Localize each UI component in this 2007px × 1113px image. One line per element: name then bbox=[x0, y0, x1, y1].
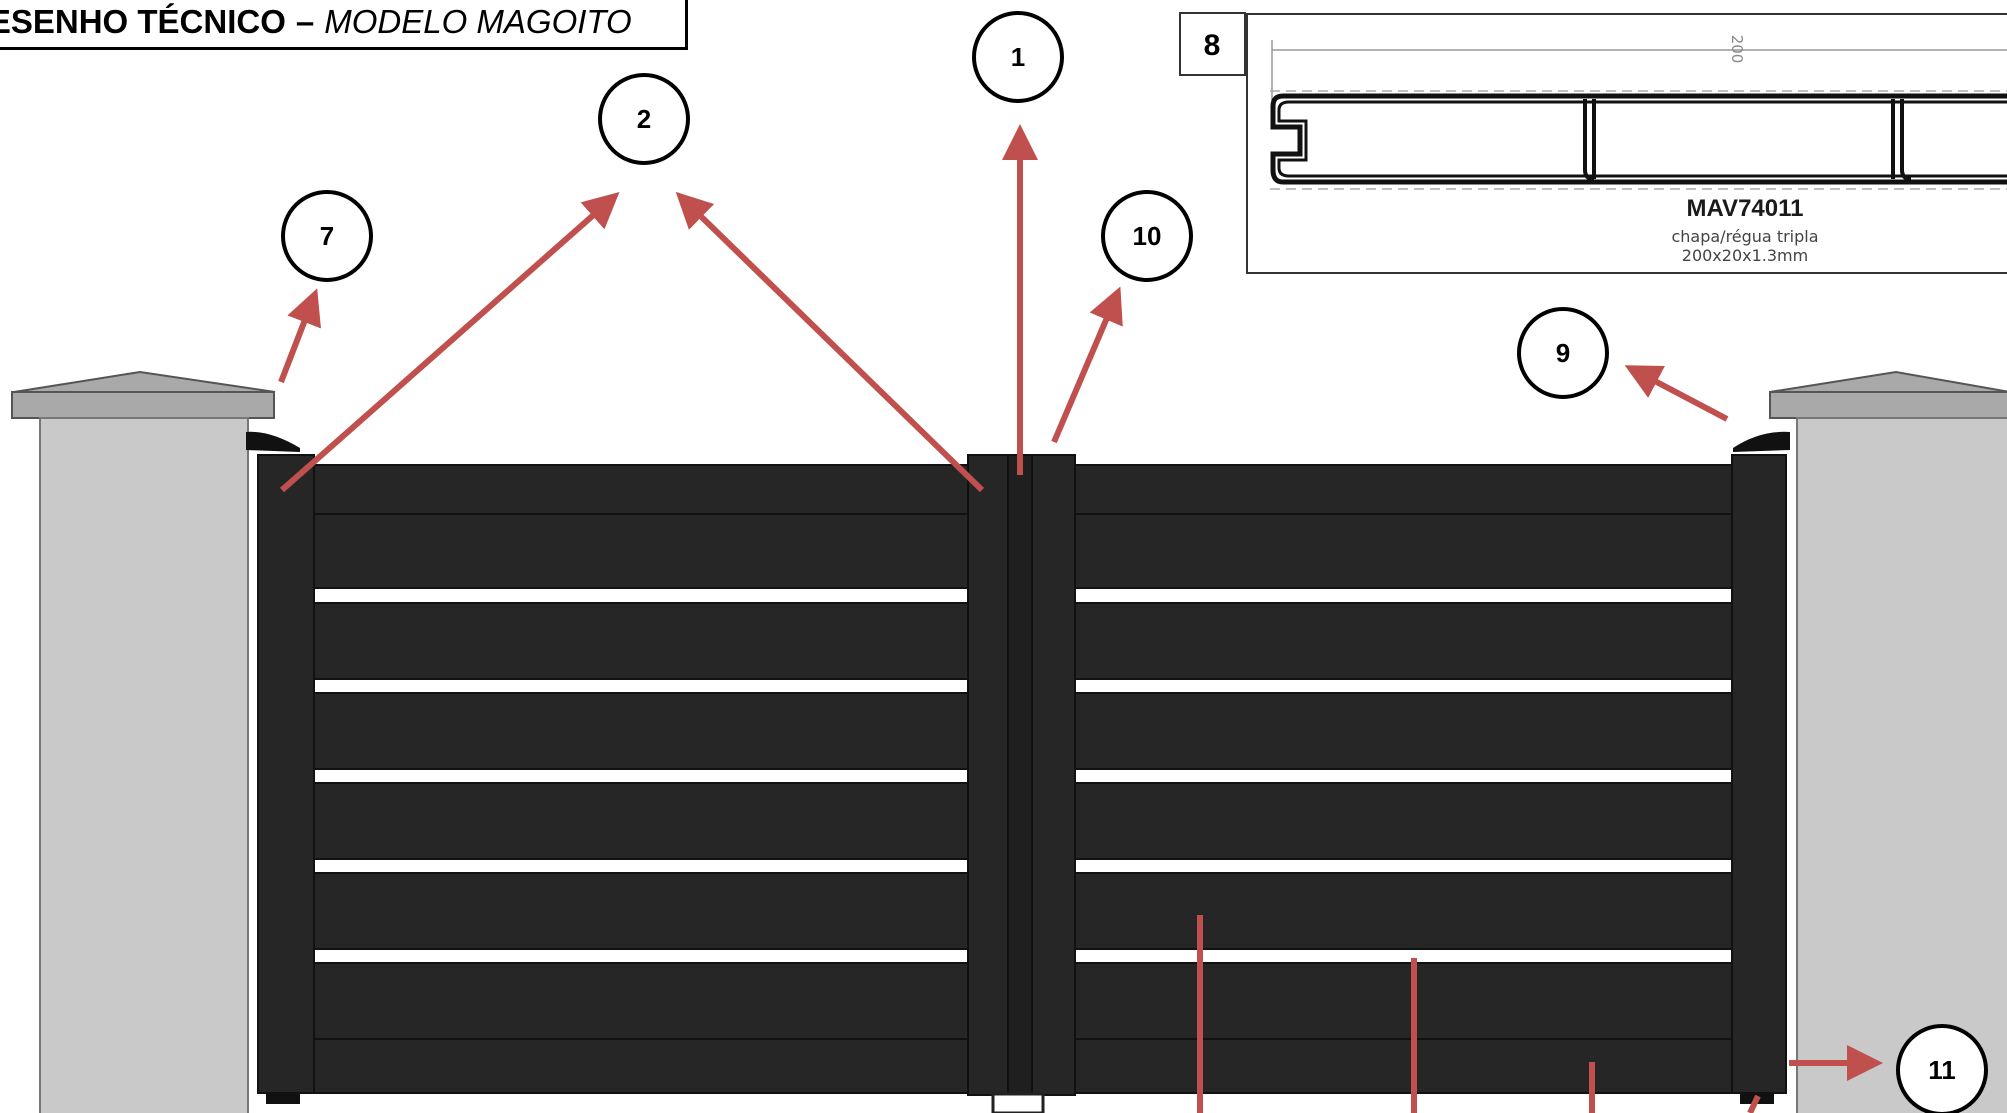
right-pillar bbox=[1769, 370, 2007, 1113]
left-slat-bottom bbox=[313, 1038, 969, 1094]
right-slat-7 bbox=[1074, 962, 1733, 1040]
callout-number-10: 10 bbox=[1133, 221, 1162, 251]
profile-detail-panel: 8 200 MAV74011 chapa/régua tripla 200x20… bbox=[1179, 12, 2007, 274]
callout-arrows bbox=[278, 124, 1883, 1113]
right-top-hinge bbox=[1733, 431, 1790, 452]
left-pillar-body bbox=[39, 417, 249, 1113]
right-hinge-stile bbox=[1731, 454, 1787, 1094]
callout-number-1: 1 bbox=[1011, 42, 1025, 72]
right-slat-bottom bbox=[1074, 1038, 1733, 1094]
callout-circle-1 bbox=[972, 11, 1064, 103]
right-slat-6 bbox=[1074, 872, 1733, 950]
arrow-7 bbox=[278, 288, 321, 384]
left-pillar bbox=[11, 370, 276, 1113]
right-slat-3 bbox=[1074, 602, 1733, 680]
arrow-9 bbox=[1624, 365, 1729, 422]
callout-circle-11 bbox=[1896, 1024, 1988, 1113]
left-slat-top-1 bbox=[313, 464, 969, 515]
title-main: DESENHO TÉCNICO bbox=[0, 3, 286, 40]
label-box-8 bbox=[1179, 12, 1246, 76]
center-lock-box bbox=[991, 1092, 1045, 1113]
leader-line-d bbox=[1747, 1094, 1761, 1113]
left-slat-4 bbox=[313, 692, 969, 770]
left-slat-top-2 bbox=[313, 513, 969, 589]
left-gate-leaf bbox=[257, 454, 969, 1094]
callout-2: 2 bbox=[598, 73, 690, 165]
label-number-8: 8 bbox=[1204, 29, 1221, 62]
profile-description: chapa/régua tripla bbox=[1671, 227, 1818, 246]
left-slat-7 bbox=[313, 962, 969, 1040]
callout-7: 7 bbox=[281, 190, 373, 282]
arrow-10 bbox=[1051, 286, 1123, 444]
right-gate-leaf bbox=[1074, 454, 1787, 1094]
left-bottom-hinge bbox=[266, 1094, 300, 1104]
callout-circle-2 bbox=[598, 73, 690, 165]
callout-circle-10 bbox=[1101, 190, 1193, 282]
right-pillar-cap-top bbox=[1769, 370, 2007, 393]
profile-outline bbox=[1270, 93, 2007, 185]
profile-web-1 bbox=[1583, 99, 1596, 181]
right-slat-top-2 bbox=[1074, 513, 1733, 589]
profile-web-2 bbox=[1891, 98, 1912, 181]
title-box: DESENHO TÉCNICO – MODELO MAGOITO bbox=[0, 0, 688, 50]
callout-circle-7 bbox=[281, 190, 373, 282]
right-pillar-body bbox=[1796, 417, 2007, 1113]
callout-number-11: 11 bbox=[1928, 1055, 1956, 1085]
callout-number-7: 7 bbox=[320, 221, 334, 251]
callout-10: 10 bbox=[1101, 190, 1193, 282]
callout-9: 9 bbox=[1517, 307, 1609, 399]
callout-11: 11 bbox=[1896, 1024, 1988, 1113]
center-overlap-profile bbox=[1007, 454, 1033, 1096]
arrow-2-right bbox=[675, 191, 985, 493]
title-separator: – bbox=[295, 3, 315, 40]
left-pillar-cap-top bbox=[13, 370, 276, 393]
left-slat-6 bbox=[313, 872, 969, 950]
arrow-2-left bbox=[280, 192, 620, 493]
dimension-value: 200 bbox=[1728, 35, 1746, 64]
left-hinge-stile bbox=[257, 454, 315, 1094]
right-slat-4 bbox=[1074, 692, 1733, 770]
right-slat-top-1 bbox=[1074, 464, 1733, 515]
callout-1: 1 bbox=[972, 11, 1064, 103]
title-model: MODELO MAGOITO bbox=[324, 3, 632, 40]
left-pillar-cap bbox=[11, 391, 275, 419]
profile-size: 200x20x1.3mm bbox=[1682, 246, 1808, 265]
left-center-stile bbox=[967, 454, 1009, 1096]
left-slat-3 bbox=[313, 602, 969, 680]
profile-code: MAV74011 bbox=[1687, 195, 1804, 222]
left-slat-5 bbox=[313, 782, 969, 860]
right-slat-5 bbox=[1074, 782, 1733, 860]
left-top-hinge bbox=[246, 431, 300, 452]
callout-circle-9 bbox=[1517, 307, 1609, 399]
center-meeting-stiles bbox=[967, 454, 1076, 1113]
profile-inner-outline bbox=[1277, 100, 2007, 178]
right-center-stile bbox=[1031, 454, 1076, 1096]
right-pillar-cap bbox=[1769, 391, 2007, 419]
profile-drawing-frame bbox=[1246, 13, 2007, 274]
callout-number-9: 9 bbox=[1556, 338, 1570, 368]
callout-number-2: 2 bbox=[637, 104, 651, 134]
